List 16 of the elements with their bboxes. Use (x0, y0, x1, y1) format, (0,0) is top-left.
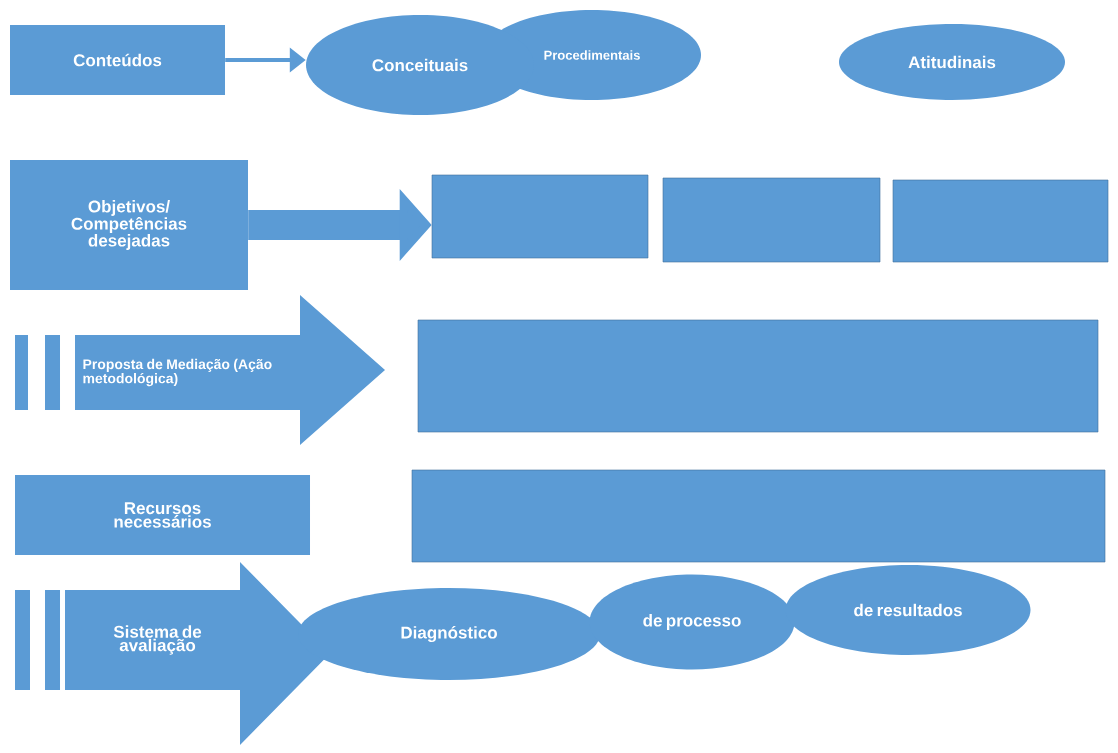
label-box: Conteúdos (10, 25, 225, 95)
node-label: Procedimentais (544, 50, 640, 60)
label-box: Recursos necessários (15, 475, 310, 555)
bar (45, 590, 60, 690)
label-box: Objetivos/ Competências desejadas (10, 160, 248, 290)
bar (45, 335, 60, 410)
node-label: Conceituais (372, 58, 468, 72)
empty-box (892, 179, 1109, 263)
bar (15, 590, 30, 690)
node-label: Diagnóstico (401, 625, 497, 643)
empty-box (417, 319, 1099, 433)
empty-box (662, 177, 881, 263)
arrow-shaped-label-box: Sistema de avaliação (65, 562, 330, 745)
bar (15, 335, 28, 410)
arrow-shaped-label-box: Proposta de Mediação (Ação metodológica) (75, 295, 385, 445)
empty-box (411, 469, 1106, 563)
